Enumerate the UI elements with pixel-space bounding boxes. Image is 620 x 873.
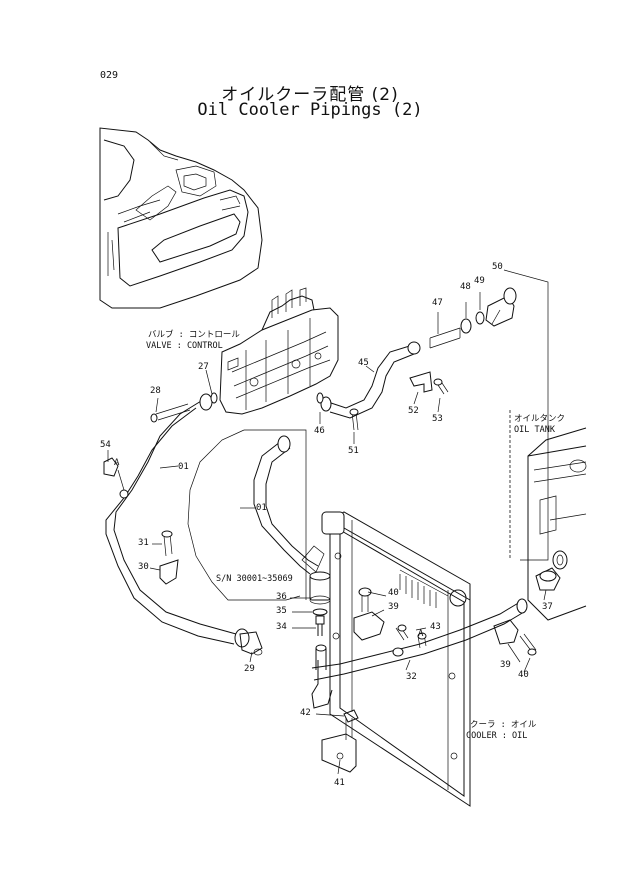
part-number-51: 51 — [348, 446, 359, 456]
part-number-32: 32 — [406, 672, 417, 682]
reference-a-left: A — [114, 458, 120, 468]
part-number-47: 47 — [432, 298, 443, 308]
part-number-45: 45 — [358, 358, 369, 368]
oil-tank — [509, 410, 587, 621]
left-small-parts — [103, 457, 263, 656]
part-number-41: 41 — [334, 778, 345, 788]
tank-label-en: OIL TANK — [514, 425, 555, 435]
leader-lines — [107, 269, 549, 775]
part-number-53: 53 — [432, 414, 443, 424]
part-number-48: 48 — [460, 282, 471, 292]
part-number-39-center: 39 — [388, 602, 399, 612]
page-number: 029 — [100, 70, 119, 81]
part-number-43: 43 — [430, 622, 441, 632]
part-number-34: 34 — [276, 622, 287, 632]
part-number-50: 50 — [492, 262, 503, 272]
pipe-32 — [311, 598, 528, 709]
part-number-01-left: 01 — [178, 462, 189, 472]
tank-label-jp: オイルタンク — [514, 414, 566, 424]
control-valve — [219, 287, 339, 415]
cooler-label-en: COOLER : OIL — [466, 731, 528, 741]
part-number-54: 54 — [100, 440, 111, 450]
part-number-40-right: 40 — [518, 670, 529, 680]
part-number-46: 46 — [314, 426, 325, 436]
hose-01-left — [105, 393, 250, 648]
valve-label-jp: バルブ : コントロール — [148, 330, 240, 340]
part-number-40-center: 40 — [388, 588, 399, 598]
part-number-31: 31 — [138, 538, 149, 548]
part-number-52: 52 — [408, 406, 419, 416]
reference-a-right: A — [418, 629, 424, 639]
cooler-label-jp: クーラ : オイル — [470, 720, 537, 730]
oil-cooler — [321, 511, 471, 807]
upper-fittings — [150, 287, 517, 431]
title-english: Oil Cooler Pipings (2) — [197, 100, 423, 120]
right-small-parts — [353, 567, 561, 657]
part-number-01-serial: 01 — [256, 503, 267, 513]
machine-upper-body — [99, 127, 263, 309]
part-number-27: 27 — [198, 362, 209, 372]
valve-label-en: VALVE : CONTROL — [146, 341, 223, 351]
part-number-36: 36 — [276, 592, 287, 602]
part-number-39-right: 39 — [500, 660, 511, 670]
part-number-35: 35 — [276, 606, 287, 616]
title-japanese: オイルクーラ配管 (2) — [221, 85, 399, 105]
fitting-stack — [309, 571, 359, 773]
pipe-45 — [320, 341, 421, 419]
part-number-29: 29 — [244, 664, 255, 674]
hose-01-serial — [187, 429, 325, 601]
part-number-42: 42 — [300, 708, 311, 718]
part-number-37: 37 — [542, 602, 553, 612]
serial-range-label: S/N 30001~35069 — [216, 574, 293, 584]
part-number-30: 30 — [138, 562, 149, 572]
part-number-49: 49 — [474, 276, 485, 286]
part-number-28: 28 — [150, 386, 161, 396]
